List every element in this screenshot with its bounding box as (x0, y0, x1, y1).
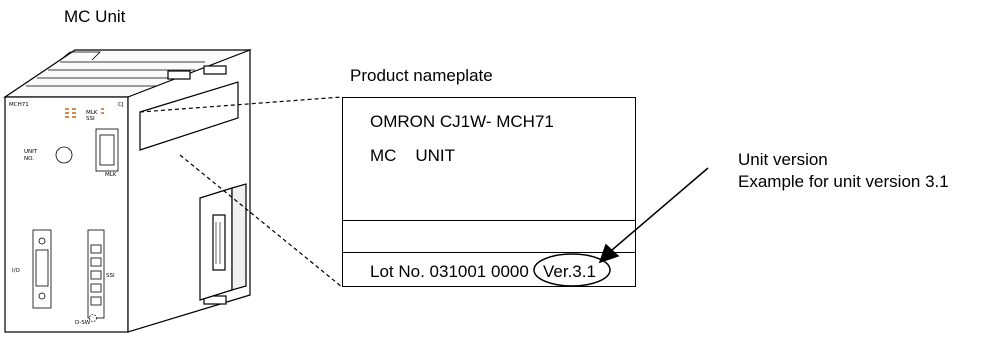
unit-ssi-label: SSI (86, 116, 95, 122)
nameplate-version: Ver.3.1 (543, 262, 596, 281)
leader-line-top (139, 96, 343, 113)
nameplate-unit-name: MC UNIT (370, 146, 455, 165)
unit-side-tab-top (167, 70, 191, 80)
unit-side-connector (199, 183, 247, 301)
unit-front-labels: MCH71 CJ UNIT NO. MLK SSI MLK I/O SSI D-… (9, 102, 124, 326)
unit-cj-tag: CJ (118, 102, 124, 108)
unit-side-window (139, 81, 239, 151)
unit-no-label: UNIT (24, 149, 38, 155)
unit-side-tab-bottom (203, 295, 227, 305)
nameplate-lot-number: Lot No. 031001 0000 (370, 262, 529, 281)
callout-title: Unit version (738, 150, 828, 169)
unit-no-dial (55, 146, 73, 164)
nameplate-caption: Product nameplate (350, 66, 493, 85)
product-nameplate: OMRON CJ1W- MCH71 MC UNIT Lot No. 031001… (342, 97, 636, 287)
unit-indicator-leds (65, 108, 104, 118)
nameplate-leader-lines (139, 96, 343, 288)
unit-side-tab-top2 (203, 65, 227, 75)
unit-bottom-tag: D-SW (75, 320, 91, 326)
unit-model-tag: MCH71 (9, 102, 29, 108)
unit-mlk-label: MLK (86, 110, 98, 116)
unit-ssi-side-label: SSI (106, 273, 115, 279)
unit-front-details (32, 128, 119, 322)
diagram-title: MC Unit (64, 7, 126, 26)
unit-top-vents (26, 51, 205, 87)
version-callout-arrow (598, 167, 709, 264)
unit-io-label: I/O (12, 268, 20, 274)
unit-no-label-2: NO. (24, 156, 34, 162)
mc-unit-illustration (3, 49, 252, 333)
nameplate-divider-top (343, 220, 635, 221)
callout-example: Example for unit version 3.1 (738, 172, 949, 191)
unit-mlk-side-label: MLK (105, 172, 117, 178)
nameplate-divider-bottom (343, 252, 635, 253)
nameplate-model: OMRON CJ1W- MCH71 (370, 112, 554, 131)
